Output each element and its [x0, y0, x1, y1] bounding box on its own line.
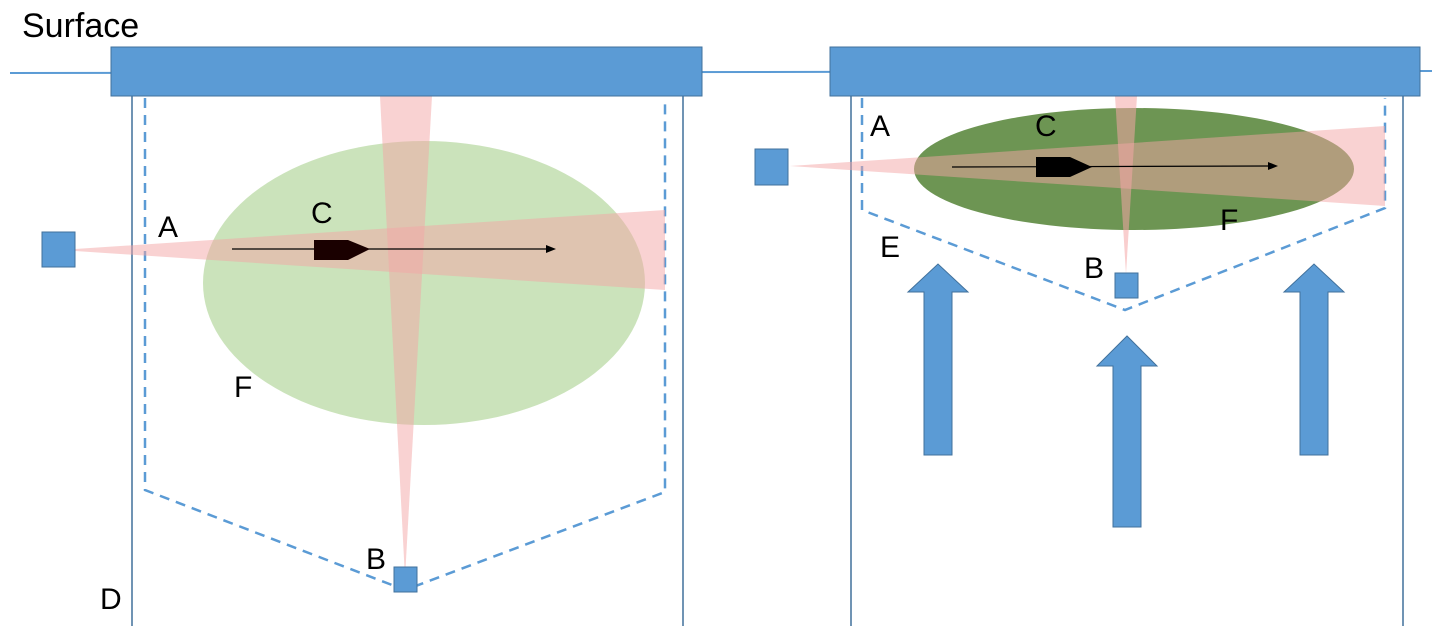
- right-trajectory-arrowhead: [1268, 162, 1278, 170]
- left-sensor-a: [41, 231, 76, 268]
- right-sensor-a: [754, 148, 789, 186]
- left-label-f: F: [234, 371, 252, 404]
- right-dashed-boundary: [860, 98, 1387, 312]
- left-label-d: D: [100, 583, 122, 616]
- right-flow-arrow-left: [906, 263, 970, 456]
- right-vertical-beam: [1115, 96, 1137, 274]
- left-detection-zone: [203, 141, 645, 425]
- left-label-a: A: [158, 211, 178, 244]
- right-label-c: C: [1035, 110, 1057, 143]
- left-surface-platform: [110, 46, 703, 97]
- left-panel: A C F B D: [41, 96, 684, 626]
- left-trajectory-arrowhead: [546, 245, 556, 253]
- right-sensor-b: [1114, 272, 1139, 299]
- right-vehicle-icon: [1036, 157, 1092, 177]
- right-label-b: B: [1084, 252, 1104, 285]
- right-label-e: E: [880, 231, 900, 264]
- left-label-b: B: [366, 543, 386, 576]
- right-label-f: F: [1220, 204, 1238, 237]
- left-sensor-b: [393, 566, 418, 593]
- right-flow-arrow-right: [1282, 263, 1346, 456]
- right-flow-arrow-center: [1095, 335, 1159, 528]
- surface-title: Surface: [22, 7, 139, 45]
- right-surface-platform: [829, 46, 1421, 97]
- right-label-a: A: [870, 110, 890, 143]
- left-vehicle-icon: [314, 240, 370, 260]
- left-vertical-beam: [380, 96, 432, 578]
- right-panel: A C F E B: [754, 96, 1404, 626]
- left-label-c: C: [311, 197, 333, 230]
- right-trajectory-line: [951, 165, 1271, 168]
